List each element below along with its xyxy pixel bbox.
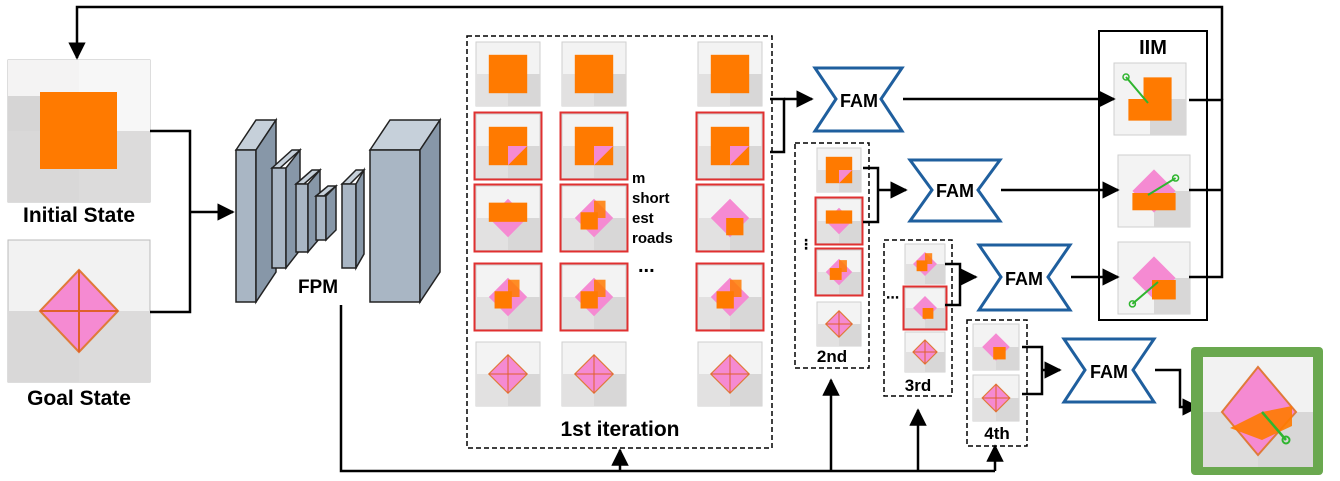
goal-state-panel: [7, 239, 151, 383]
iim-result-1: [1113, 62, 1187, 136]
iter1-tile-r1-c2: [561, 41, 627, 107]
iter2-tile-1: [816, 147, 862, 193]
iter1-tile-r2-c1: [473, 111, 543, 181]
iim-box: [1098, 30, 1208, 321]
iim-result-3: [1117, 241, 1191, 315]
iter1-tile-r5-c3: [697, 341, 763, 407]
fam-block-4: [1061, 337, 1157, 404]
iteration-2-box: [794, 142, 870, 369]
iter1-tile-r1-c3: [697, 41, 763, 107]
iim-result-2: [1117, 154, 1191, 228]
iteration-3-label: 3rd: [905, 376, 931, 395]
iim-label: IIM: [1139, 37, 1167, 59]
orange-square-shape: [40, 92, 117, 169]
fam-label-2: FAM: [936, 181, 974, 201]
iter4-tile-2: [972, 374, 1020, 422]
fam-block-1: [812, 66, 905, 133]
iteration-4-label: 4th: [984, 424, 1010, 443]
iteration-4-box: [966, 319, 1028, 447]
fam-block-3: [976, 243, 1073, 312]
iter1-tile-r4-c3: [695, 262, 765, 332]
iteration-2-ellipsis: ⋮: [799, 236, 813, 252]
iter1-tile-r3-c2: [559, 183, 629, 253]
final-result-panel: [1203, 357, 1313, 467]
iter3-tile-2: [902, 285, 948, 331]
svg-text:roads: roads: [632, 230, 673, 247]
fam-label-4: FAM: [1090, 362, 1128, 382]
iter2-tile-3: [814, 247, 864, 297]
iter1-tile-r2-c2: [559, 111, 629, 181]
svg-text:m: m: [632, 170, 645, 187]
iter1-tile-r5-c1: [475, 341, 541, 407]
svg-text:⋯: ⋯: [886, 290, 899, 305]
initial-state-panel: [7, 59, 151, 203]
fpm-network: [234, 117, 442, 305]
svg-text:short: short: [632, 190, 670, 207]
iteration-2-label: 2nd: [817, 347, 847, 366]
goal-state-label: Goal State: [27, 387, 131, 410]
iter1-tile-r4-c2: [559, 262, 629, 332]
iter2-tile-2: [814, 196, 864, 246]
iter1-tile-r5-c2: [561, 341, 627, 407]
svg-text:est: est: [632, 210, 654, 227]
fam-label-1: FAM: [840, 91, 878, 111]
iter1-tile-r3-c1: [473, 183, 543, 253]
iter2-tile-4: [816, 301, 862, 347]
iter4-tile-1: [972, 323, 1020, 371]
fam-block-2: [907, 158, 1003, 223]
iter3-tile-1: [904, 243, 946, 285]
iteration-1-box: [466, 35, 773, 449]
iter1-tile-r4-c1: [473, 262, 543, 332]
iter1-tile-r3-c3: [695, 183, 765, 253]
fpm-label: FPM: [298, 277, 338, 298]
iter1-tile-r2-c3: [695, 111, 765, 181]
iteration-1-label: 1st iteration: [560, 418, 679, 441]
iteration-3-box: [883, 239, 953, 397]
initial-state-label: Initial State: [23, 204, 135, 227]
iter1-tile-r1-c1: [475, 41, 541, 107]
iter3-tile-3: [904, 331, 946, 373]
roads-note: m short est roads: [632, 170, 673, 247]
fam-label-3: FAM: [1005, 269, 1043, 289]
ellipsis-label: ...: [638, 255, 655, 277]
